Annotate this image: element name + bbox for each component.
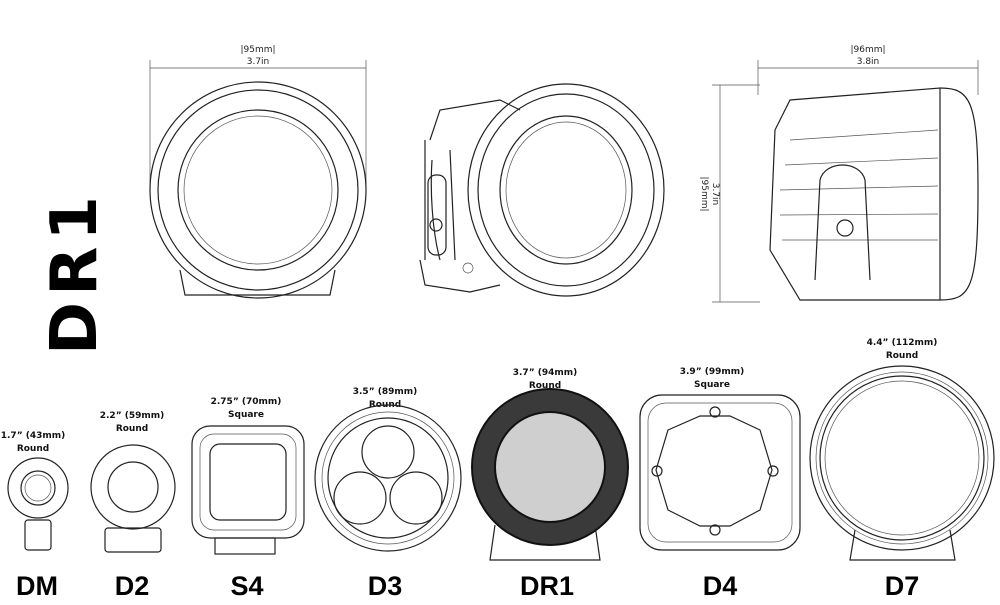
- model-name: DR1: [520, 571, 574, 601]
- model-name: D7: [885, 571, 920, 601]
- model-name: D4: [703, 571, 738, 601]
- model-size: 3.7” (94mm): [513, 368, 578, 378]
- front-view-drawing: |95mm| 3.7in: [149, 45, 367, 299]
- side-height-in: 3.7in: [710, 183, 720, 206]
- model-dr1: 3.7” (94mm) Round DR1: [471, 368, 629, 601]
- model-size: 2.75” (70mm): [211, 397, 282, 407]
- model-dm: 1.7” (43mm) Round DM: [1, 431, 69, 601]
- model-d3: 3.5” (89mm) Round D3: [314, 387, 462, 601]
- model-d2: 2.2” (59mm) Round D2: [90, 411, 176, 601]
- model-name: S4: [230, 571, 263, 601]
- model-size: 3.9” (99mm): [680, 367, 745, 377]
- model-size: 3.5” (89mm): [353, 387, 418, 397]
- model-name: D3: [368, 571, 403, 601]
- model-size: 1.7” (43mm): [1, 431, 66, 441]
- model-name: D2: [115, 571, 150, 601]
- model-size: 2.2” (59mm): [100, 411, 165, 421]
- side-width-in: 3.8in: [857, 57, 880, 67]
- model-s4: 2.75” (70mm) Square S4: [191, 397, 305, 601]
- front-width-mm: |95mm|: [240, 45, 275, 55]
- side-height-mm: |95mm|: [699, 176, 709, 211]
- model-d7: 4.4” (112mm) Round D7: [809, 338, 995, 601]
- model-name: DM: [16, 571, 58, 601]
- model-shape: Round: [529, 381, 561, 391]
- model-shape: Round: [116, 424, 148, 434]
- model-size: 4.4” (112mm): [867, 338, 938, 348]
- model-shape: Square: [694, 380, 730, 390]
- model-shape: Round: [886, 351, 918, 361]
- dr1-logo: DR1: [38, 190, 112, 355]
- side-view-drawing: |96mm| 3.8in |95mm| 3.7in: [699, 45, 979, 303]
- model-shape: Square: [228, 410, 264, 420]
- model-d4: 3.9” (99mm) Square D4: [639, 367, 801, 601]
- perspective-view-drawing: [419, 83, 665, 297]
- side-width-mm: |96mm|: [850, 45, 885, 55]
- front-width-in: 3.7in: [247, 57, 270, 67]
- model-shape: Round: [17, 444, 49, 454]
